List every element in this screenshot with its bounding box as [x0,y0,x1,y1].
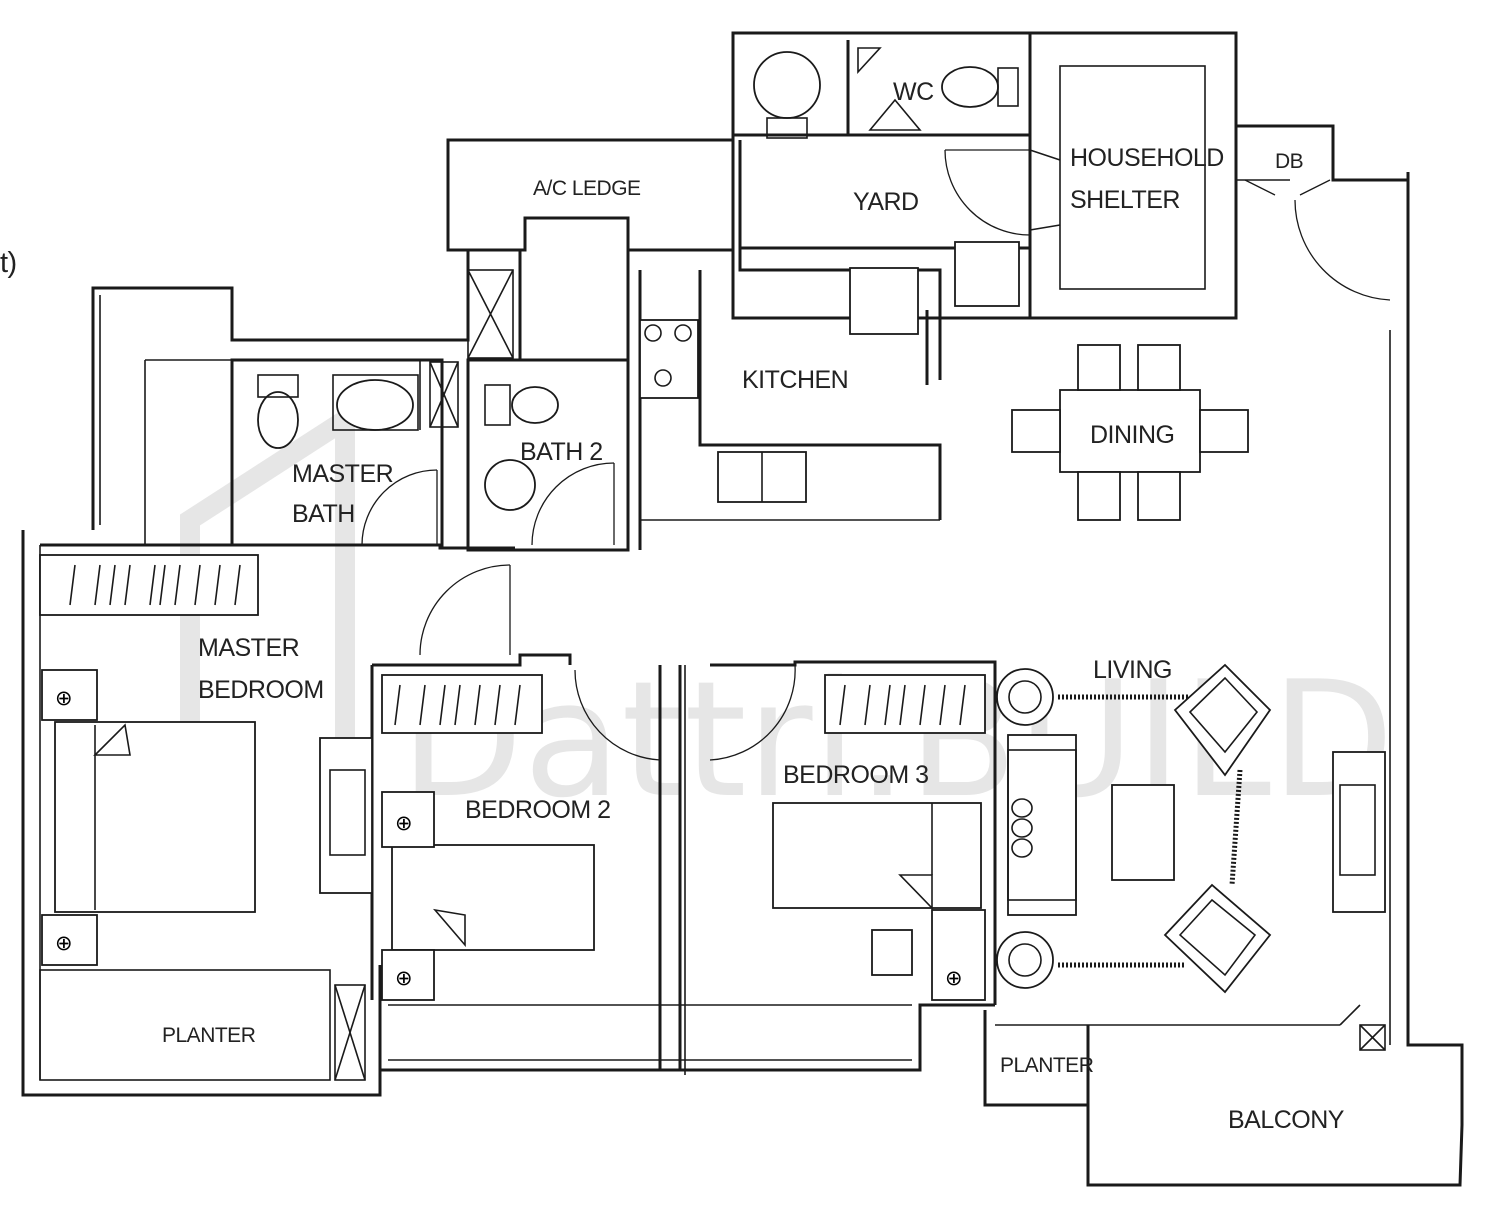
wardrobe-hatching [69,564,966,726]
label-dining: DINING [1090,421,1175,449]
label-master-bedroom-1: MASTER [198,634,299,662]
furniture: ⊕ ⊕ ⊕ ⊕ ⊕ [41,344,1386,1051]
label-db: DB [1275,150,1303,173]
label-household-shelter-1: HOUSEHOLD [1070,144,1224,172]
interior-walls [39,140,1030,1075]
label-household-shelter-2: SHELTER [1070,186,1180,214]
label-balcony: BALCONY [1228,1106,1345,1134]
label-yard: YARD [853,188,919,216]
exterior-walls [21,31,1464,1187]
svg-text:⊕: ⊕ [395,966,413,990]
svg-text:⊕: ⊕ [55,931,73,955]
label-bedroom-3: BEDROOM 3 [783,761,929,789]
svg-text:⊕: ⊕ [395,811,413,835]
label-ac-ledge: A/C LEDGE [533,177,641,200]
label-living: LIVING [1093,656,1172,684]
label-bedroom-2: BEDROOM 2 [465,796,611,824]
label-kitchen: KITCHEN [742,366,848,394]
label-planter-right: PLANTER [1000,1054,1094,1077]
label-master-bath-2: BATH [292,500,355,528]
label-master-bath-1: MASTER [292,460,393,488]
page-edge-text: t) [0,247,17,279]
room-labels: t) WC HOUSEHOLD SHELTER DB A/C LEDGE YAR… [0,78,1345,1134]
label-wc: WC [893,78,934,106]
svg-text:⊕: ⊕ [55,686,73,710]
label-bath-2: BATH 2 [520,438,603,466]
label-master-bedroom-2: BEDROOM [198,676,324,704]
doors [361,149,1391,761]
label-planter-left: PLANTER [162,1024,256,1047]
svg-text:⊕: ⊕ [945,966,963,990]
fixtures [257,47,1061,511]
